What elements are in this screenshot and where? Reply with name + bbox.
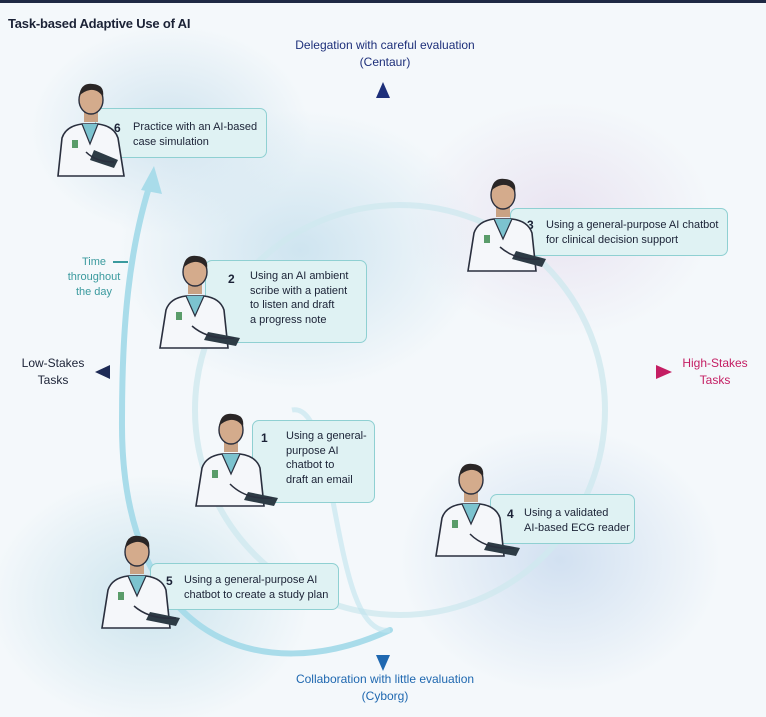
task-line: case simulation (133, 135, 209, 148)
task-description: Using a general-purpose AI chatbot to cr… (184, 573, 328, 602)
task-line: Using a general- (286, 430, 367, 442)
task-number: 1 (261, 431, 268, 445)
task-line: purpose AI (286, 444, 339, 457)
task-line: to listen and draft (250, 299, 335, 311)
bottom-axis-label-line-1: Collaboration with little evaluation (295, 672, 475, 686)
time-cycle-arrowhead (141, 166, 162, 194)
task-card-2: 2 Using an AI ambient scribe with a pati… (205, 260, 367, 343)
time-label-line-3: the day (75, 286, 113, 298)
page-title: Task-based Adaptive Use of AI (8, 16, 191, 31)
bottom-axis-label: Collaboration with little evaluation (Cy… (260, 671, 510, 705)
task-line: scribe with a patient (250, 284, 348, 297)
doctor-with-tablet-icon (467, 178, 546, 272)
task-line: Using an AI ambient (250, 270, 349, 282)
doctor-with-tablet-icon (159, 255, 240, 349)
right-axis-label-line-1: High-Stakes (682, 356, 748, 370)
task-line: chatbot to create a study plan (184, 588, 329, 601)
inner-cycle-ring (192, 202, 608, 618)
left-axis-label-line-2: Tasks (37, 373, 69, 387)
left-axis-label-line-1: Low-Stakes (21, 356, 85, 370)
top-rule (0, 0, 766, 3)
task-line: Using a general-purpose AI chatbot (546, 219, 719, 231)
task-line: Using a validated (524, 507, 609, 519)
bottom-axis-label-line-2: (Cyborg) (361, 689, 409, 703)
horizontal-axis-arrow-right (656, 365, 672, 379)
top-axis-label-line-2: (Centaur) (359, 55, 411, 69)
task-description: Using a general-purpose AI chatbot for c… (546, 218, 718, 247)
time-throughout-day-label: Time throughout the day (52, 255, 136, 300)
left-axis-label: Low-Stakes Tasks (8, 355, 98, 389)
task-card-4: 4 Using a validated AI-based ECG reader (490, 494, 635, 544)
time-label-line-2: throughout (67, 271, 121, 283)
vertical-axis-arrow-bottom (376, 655, 390, 671)
task-line: for clinical decision support (546, 233, 679, 246)
doctor-with-tablet-icon (195, 413, 278, 507)
task-line: chatbot to (286, 459, 335, 471)
task-line: Using a general-purpose AI (184, 574, 318, 586)
task-description: Using an AI ambient scribe with a patien… (250, 269, 348, 327)
task-number: 2 (228, 272, 235, 286)
doctor-with-tablet-icon (57, 83, 125, 177)
task-card-3: 3 Using a general-purpose AI chatbot for… (510, 208, 728, 256)
time-cycle-arc (118, 175, 393, 657)
task-line: a progress note (250, 313, 327, 326)
top-axis-label-line-1: Delegation with careful evaluation (295, 38, 475, 52)
time-label-line-1: Time (81, 256, 107, 268)
right-axis-label: High-Stakes Tasks (665, 355, 765, 389)
task-description: Using a validated AI-based ECG reader (524, 506, 630, 535)
horizontal-axis-arrow-left (95, 365, 110, 379)
task-number: 4 (507, 507, 514, 521)
task-line: Practice with an AI-based (133, 121, 258, 133)
right-axis-label-line-2: Tasks (699, 373, 731, 387)
doctor-with-tablet-icon (101, 535, 180, 629)
task-description: Practice with an AI-based case simulatio… (133, 120, 257, 149)
top-axis-label: Delegation with careful evaluation (Cent… (260, 37, 510, 71)
task-description: Using a general- purpose AI chatbot to d… (286, 429, 367, 487)
task-number: 5 (166, 574, 173, 588)
time-cycle-arc-right (291, 407, 391, 633)
task-line: draft an email (286, 473, 353, 486)
vertical-axis-arrow-top (376, 82, 390, 98)
doctor-with-tablet-icon (435, 463, 520, 557)
task-number: 6 (114, 121, 121, 135)
task-card-1: 1 Using a general- purpose AI chatbot to… (252, 420, 375, 503)
task-number: 3 (527, 218, 534, 232)
task-line: AI-based ECG reader (524, 521, 630, 534)
task-card-6: 6 Practice with an AI-based case simulat… (95, 108, 267, 158)
